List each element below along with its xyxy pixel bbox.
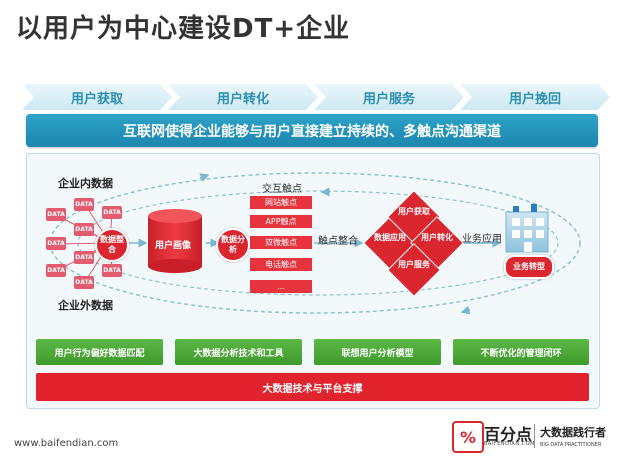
data-badge: DATA <box>74 251 94 264</box>
logo-name: 百分点 <box>484 425 533 444</box>
data-analysis-node: 数据分析 <box>216 228 250 262</box>
building-icon <box>505 204 549 253</box>
slogan-logo: 大数据践行者 <box>540 426 606 439</box>
footer-url: www.baifendian.com <box>14 438 119 449</box>
platform-support-bar: 大数据技术与平台支撑 <box>36 373 589 401</box>
data-badge: DATA <box>46 264 66 277</box>
user-service-label: 用户服务 <box>398 260 430 269</box>
business-transform-node: 业务转型 <box>504 255 554 279</box>
stage-user-convert: 用户转化 <box>168 84 318 110</box>
user-convert-label: 用户转化 <box>421 233 453 242</box>
slogan-subtitle: BIG DATA PRACTITIONER <box>540 442 602 448</box>
touchpoint-item: ... <box>250 280 312 293</box>
stage-chevrons: 用户获取 用户转化 用户服务 用户挽回 <box>22 84 610 110</box>
touchpoint-item: APP触点 <box>250 215 312 228</box>
data-badge: DATA <box>102 206 122 219</box>
data-badge: DATA <box>74 276 94 289</box>
stage-user-service: 用户服务 <box>314 84 464 110</box>
stage-user-acquire: 用户获取 <box>22 84 172 110</box>
touch-integration-label: 触点整合 <box>318 236 358 247</box>
touchpoint-item: 双微触点 <box>250 236 312 249</box>
stage-user-recover: 用户挽回 <box>460 84 610 110</box>
baifendian-logo-icon: % <box>452 421 484 453</box>
internal-data-label: 企业内数据 <box>58 177 113 190</box>
capability-box: 联想用户分析模型 <box>314 339 441 365</box>
touchpoints-title: 交互触点 <box>262 184 302 195</box>
logo-subtitle: BAIFENDIAN.COM <box>484 441 535 447</box>
data-integration-node: 数据整合 <box>95 228 129 262</box>
data-application-label: 数据应用 <box>374 233 406 242</box>
capability-box: 用户行为偏好数据匹配 <box>36 339 163 365</box>
data-badge: DATA <box>46 208 66 221</box>
page-title: 以用户为中心建设DT+企业 <box>16 14 351 44</box>
user-portrait-label: 用户画像 <box>155 241 192 251</box>
data-badge: DATA <box>46 237 66 250</box>
data-badge: DATA <box>74 223 94 236</box>
user-acquire-label: 用户获取 <box>398 207 430 216</box>
business-application-label: 业务应用 <box>462 234 502 245</box>
external-data-label: 企业外数据 <box>58 299 113 312</box>
capability-box: 不断优化的管理闭环 <box>453 339 589 365</box>
outer-loop <box>49 172 581 314</box>
banner: 互联网使得企业能够与用户直接建立持续的、多触点沟通渠道 <box>26 114 598 147</box>
data-badge: DATA <box>74 198 94 211</box>
data-badge: DATA <box>102 264 122 277</box>
touchpoint-item: 网站触点 <box>250 196 312 209</box>
capability-box: 大数据分析技术和工具 <box>175 339 302 365</box>
diagram-panel <box>26 153 600 409</box>
inner-loop <box>77 190 559 296</box>
touchpoint-item: 电话触点 <box>250 258 312 271</box>
logo-separator <box>534 424 535 448</box>
user-portrait-cylinder <box>148 209 202 273</box>
